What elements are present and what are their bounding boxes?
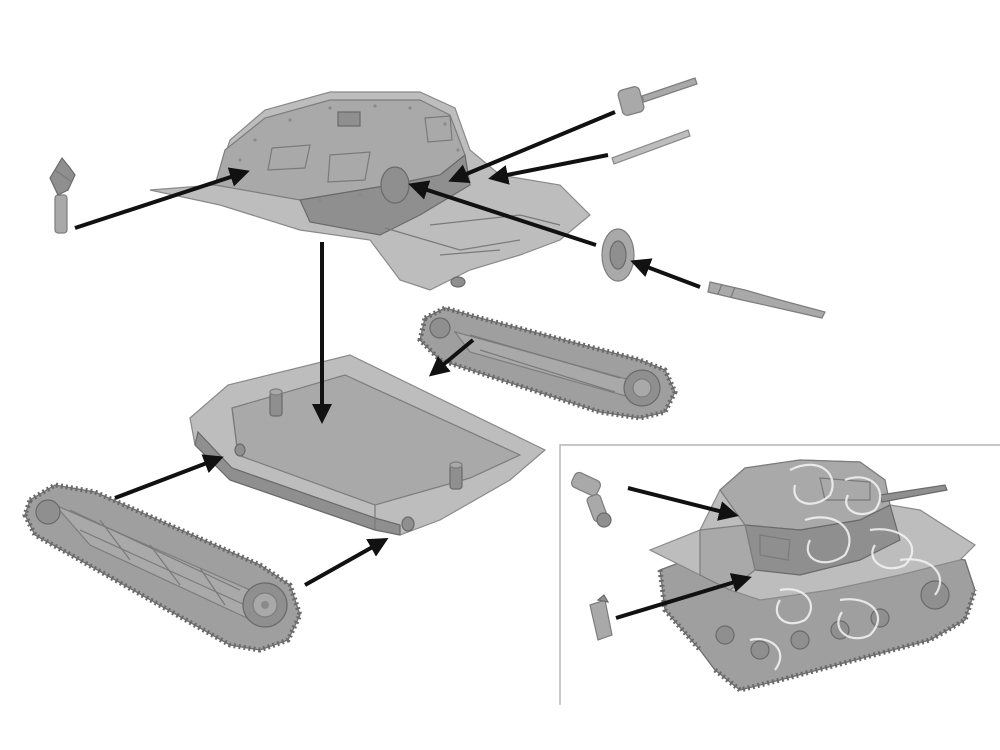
right-track-assembly xyxy=(417,305,678,421)
arrow-mg-to-hull xyxy=(448,110,616,184)
cannon-barrel xyxy=(707,281,826,319)
inset-periscope xyxy=(570,471,612,528)
arrow-left-track-to-tub-front xyxy=(114,454,224,500)
arrow-inset-periscope xyxy=(627,486,739,521)
arrow-mantlet-to-hull xyxy=(408,180,597,247)
arrow-periscope-to-hull xyxy=(74,167,250,230)
arrow-inset-hatch xyxy=(615,573,752,620)
gun-mantlet xyxy=(601,228,635,282)
machine-gun-barrel xyxy=(617,77,698,116)
upper-hull xyxy=(149,91,591,291)
inset-frame xyxy=(559,444,1000,705)
assembled-tank-inset xyxy=(559,444,1000,705)
arrow-barrel-to-mantlet xyxy=(630,258,701,289)
left-track-assembly xyxy=(22,482,303,653)
antenna-rod xyxy=(611,129,691,165)
arrow-left-track-to-tub-rear xyxy=(304,538,389,587)
assembly-arrows xyxy=(74,110,701,587)
lower-hull-tub xyxy=(189,354,547,536)
arrow-antenna-to-hull xyxy=(488,153,609,185)
inset-hatch-part xyxy=(589,594,613,641)
periscope xyxy=(49,156,76,234)
arrow-right-track-to-tub xyxy=(428,338,475,377)
